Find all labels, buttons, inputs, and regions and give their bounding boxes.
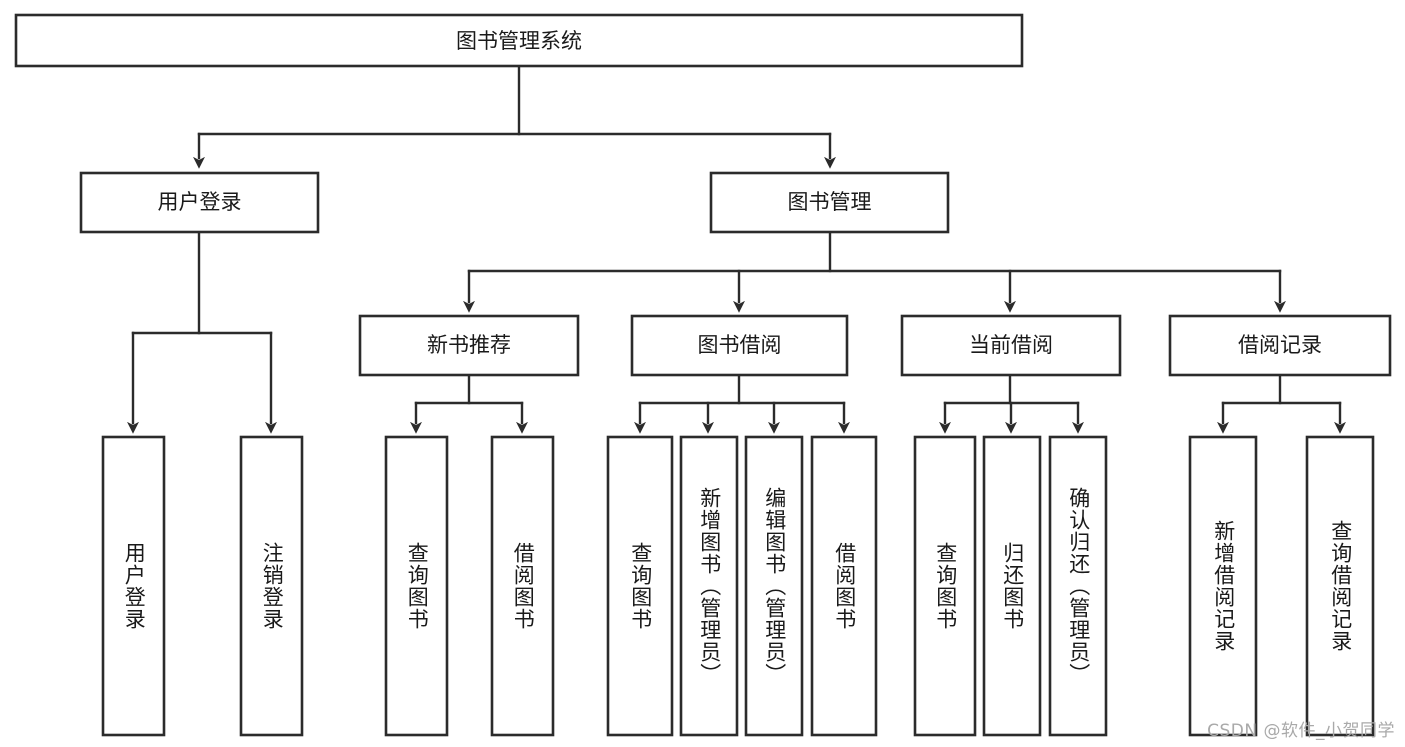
node-borrow-record[interactable] xyxy=(1168,314,1392,377)
node-root-label: 图书管理系统 xyxy=(456,29,582,53)
connector-layer xyxy=(127,64,1346,434)
node-leaf-add-book[interactable] xyxy=(679,435,739,737)
node-book-borrow[interactable] xyxy=(630,314,849,377)
node-user-login-label: 用户登录 xyxy=(158,190,242,214)
node-book-manage-label: 图书管理 xyxy=(788,190,872,214)
node-current-borrow-label: 当前借阅 xyxy=(969,333,1053,357)
node-user-login[interactable] xyxy=(79,171,320,234)
node-new-book-recommend-label: 新书推荐 xyxy=(427,333,511,357)
node-leaf-logout-login[interactable] xyxy=(239,435,304,737)
node-leaf-query-book-1[interactable] xyxy=(384,435,449,737)
node-borrow-record-label: 借阅记录 xyxy=(1238,333,1322,357)
node-leaf-query-record[interactable] xyxy=(1305,435,1375,737)
node-book-manage[interactable] xyxy=(709,171,950,234)
node-new-book-recommend[interactable] xyxy=(358,314,580,377)
node-current-borrow[interactable] xyxy=(900,314,1122,377)
node-leaf-confirm-return[interactable] xyxy=(1048,435,1108,737)
csdn-watermark: CSDN @软件_小贺同学 xyxy=(1207,721,1395,741)
node-root[interactable] xyxy=(14,13,1024,68)
node-leaf-query-book-3[interactable] xyxy=(913,435,977,737)
node-layer: 图书管理系统 用户登录 图书管理 新书推荐 图书借阅 当前借阅 借阅记录 xyxy=(14,13,1392,737)
node-leaf-add-record[interactable] xyxy=(1188,435,1258,737)
node-leaf-user-login[interactable] xyxy=(101,435,166,737)
node-leaf-query-book-2[interactable] xyxy=(606,435,674,737)
node-leaf-borrow-book-2[interactable] xyxy=(810,435,878,737)
node-book-borrow-label: 图书借阅 xyxy=(698,333,782,357)
node-leaf-return-book[interactable] xyxy=(982,435,1042,737)
node-leaf-borrow-book-1[interactable] xyxy=(490,435,555,737)
node-leaf-edit-book[interactable] xyxy=(744,435,804,737)
